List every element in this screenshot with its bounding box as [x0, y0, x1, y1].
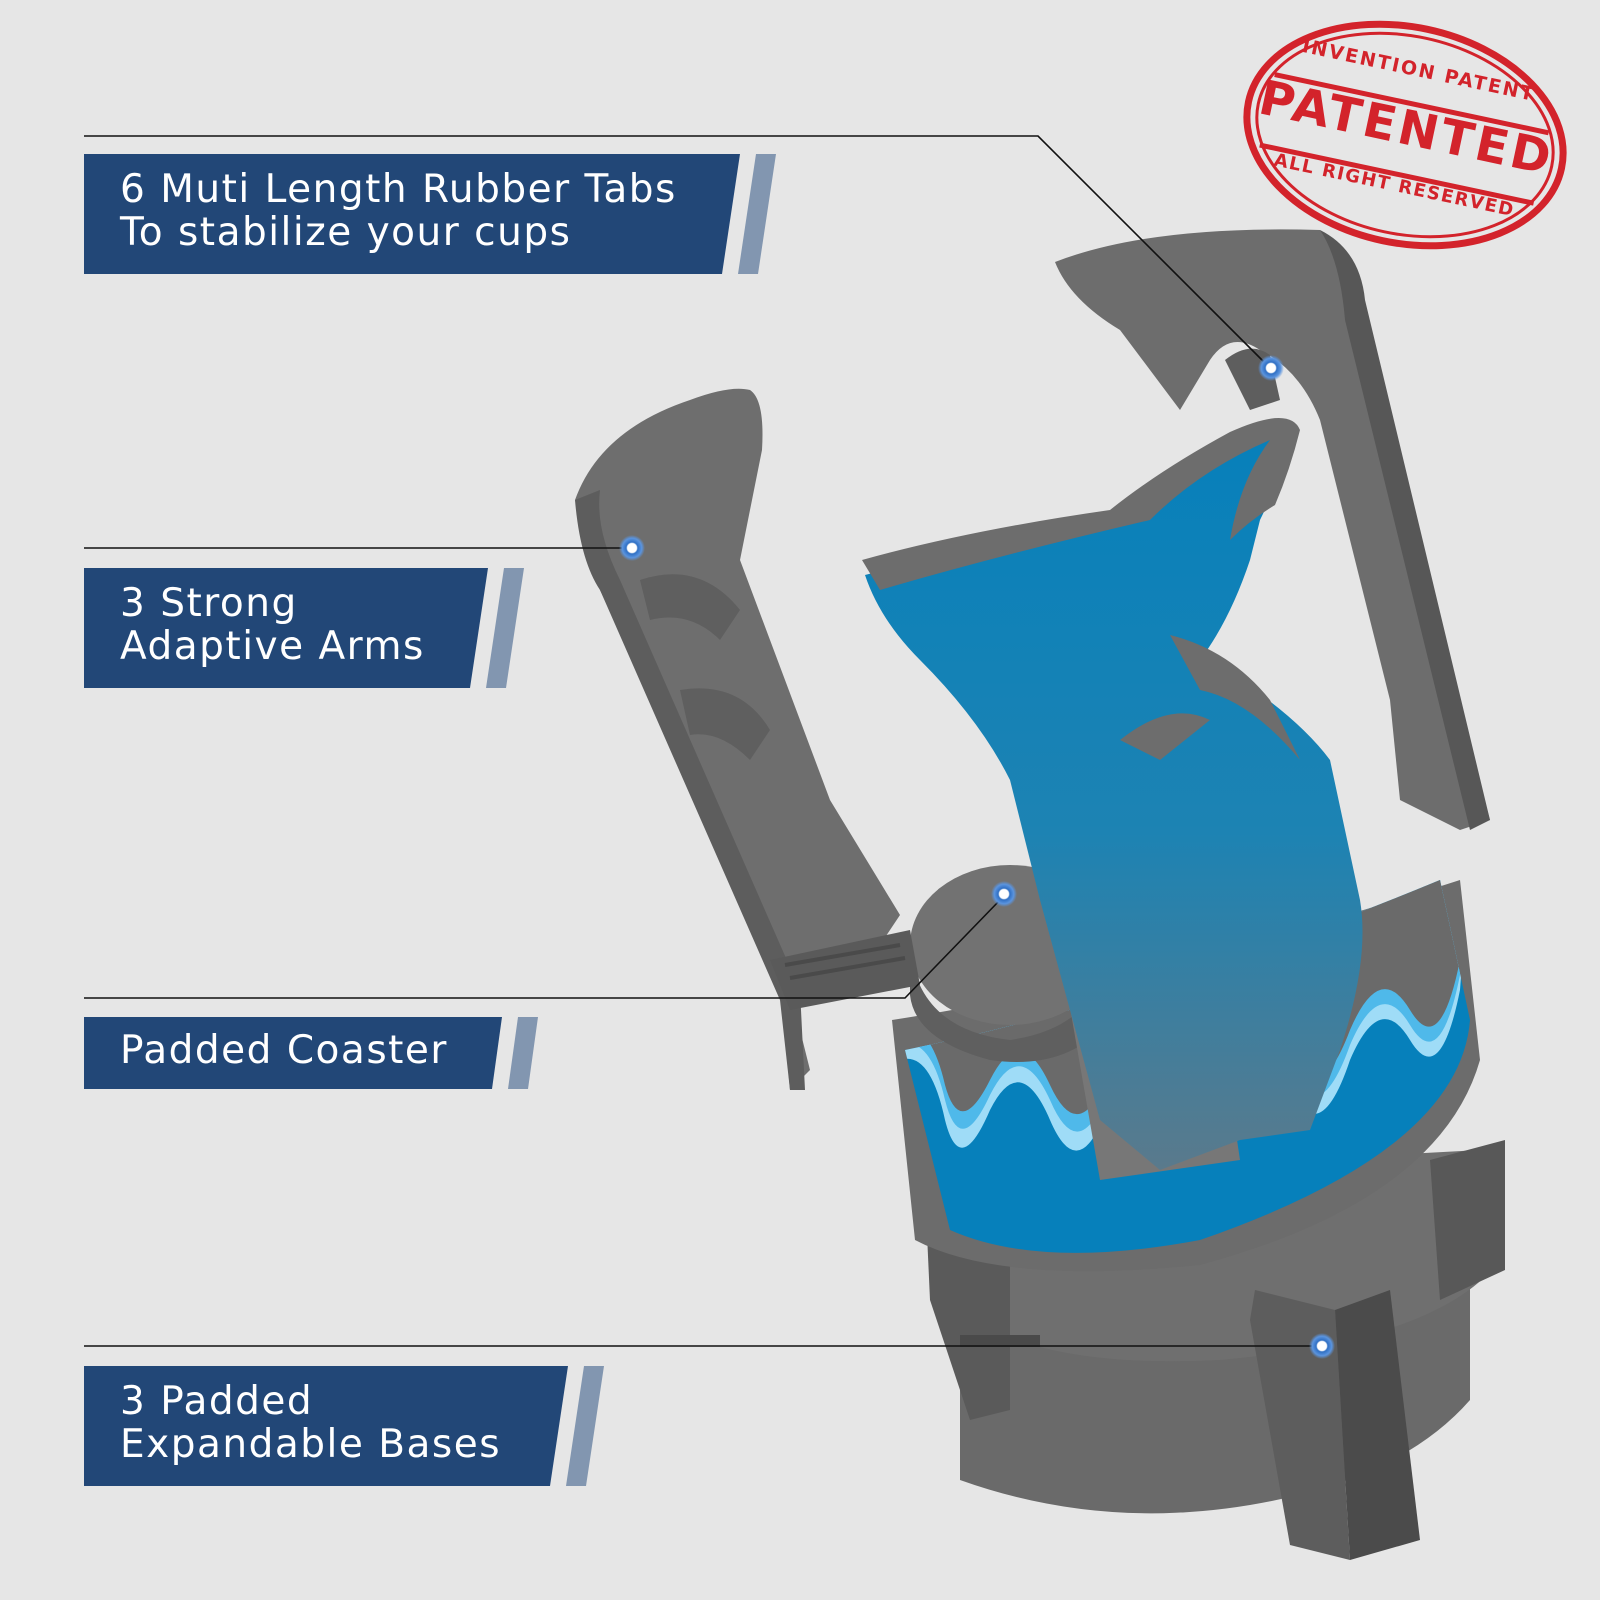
callout-subtitle: Expandable Bases	[120, 1422, 502, 1467]
leader-line-rubber-tabs	[84, 135, 1271, 369]
banner-shape	[84, 568, 524, 688]
callout-padded-coaster: Padded Coaster	[84, 1017, 544, 1089]
marker-dot	[1309, 1333, 1335, 1359]
callout-title: Padded Coaster	[120, 1028, 448, 1073]
callout-title: 3 Padded	[120, 1379, 314, 1424]
callout-expandable-bases: 3 Padded Expandable Bases	[84, 1366, 614, 1486]
banner-shape	[84, 154, 776, 274]
callout-rubber-tabs: 6 Muti Length Rubber Tabs To stabilize y…	[84, 154, 784, 274]
callout-markers	[619, 355, 1335, 1359]
marker-dot	[1258, 355, 1284, 381]
callout-subtitle: To stabilize your cups	[120, 210, 572, 255]
marker-dot	[991, 881, 1017, 907]
callout-adaptive-arms: 3 Strong Adaptive Arms	[84, 568, 534, 688]
patent-stamp	[1243, 20, 1567, 250]
callout-title: 3 Strong	[120, 581, 298, 626]
cup-holder-body	[575, 229, 1505, 1560]
banner-shape	[84, 1366, 604, 1486]
leader-line-coaster	[84, 899, 1001, 999]
callout-subtitle: Adaptive Arms	[120, 624, 425, 669]
banner-shape	[84, 1017, 538, 1089]
marker-dot	[619, 535, 645, 561]
whale-tail	[865, 422, 1363, 1170]
arm-right	[1055, 229, 1490, 830]
callout-title: 6 Muti Length Rubber Tabs	[120, 167, 677, 212]
leader-lines	[84, 135, 1322, 1347]
